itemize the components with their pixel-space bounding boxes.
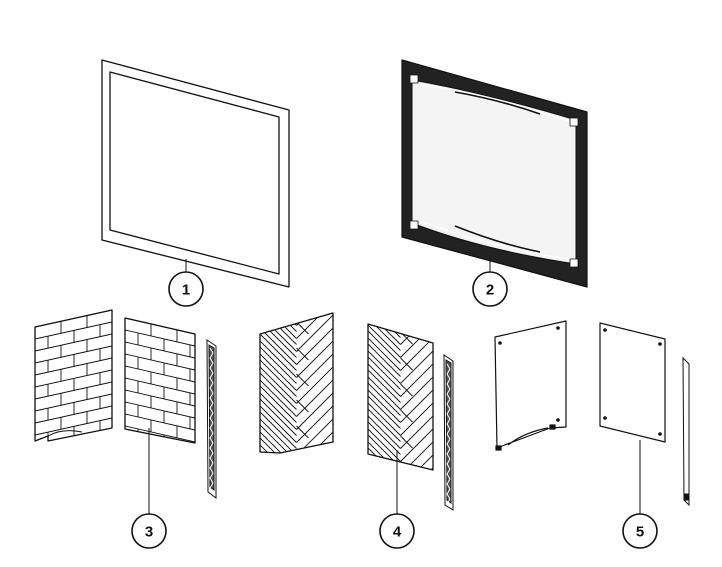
part-3-brick-back-panel — [124, 317, 196, 444]
callout-2-label: 2 — [486, 282, 494, 299]
part-5-plain-left-panel — [494, 320, 567, 451]
part-2-decorative-frame — [401, 59, 588, 288]
part-4-herringbone-back-panel — [367, 323, 434, 471]
callout-3: 3 — [131, 513, 167, 549]
leader-lines — [148, 259, 641, 514]
callout-5: 5 — [622, 513, 658, 549]
part-4-herringbone-side-panel — [443, 354, 454, 511]
part-1-plain-frame — [101, 59, 290, 288]
part-3-brick-side-panel — [206, 339, 217, 499]
callout-2: 2 — [472, 271, 508, 307]
part-5-plain-back-panel — [599, 322, 666, 443]
callout-1-label: 1 — [182, 282, 190, 299]
part-4-herringbone-left-panel — [259, 312, 334, 454]
callout-1: 1 — [168, 271, 204, 307]
part-3-brick-left-panel — [34, 309, 113, 442]
callout-4-label: 4 — [393, 524, 402, 541]
callout-3-label: 3 — [145, 524, 153, 541]
part-5-plain-side-panel — [682, 356, 690, 507]
callout-4: 4 — [379, 513, 415, 549]
callout-5-label: 5 — [636, 524, 644, 541]
